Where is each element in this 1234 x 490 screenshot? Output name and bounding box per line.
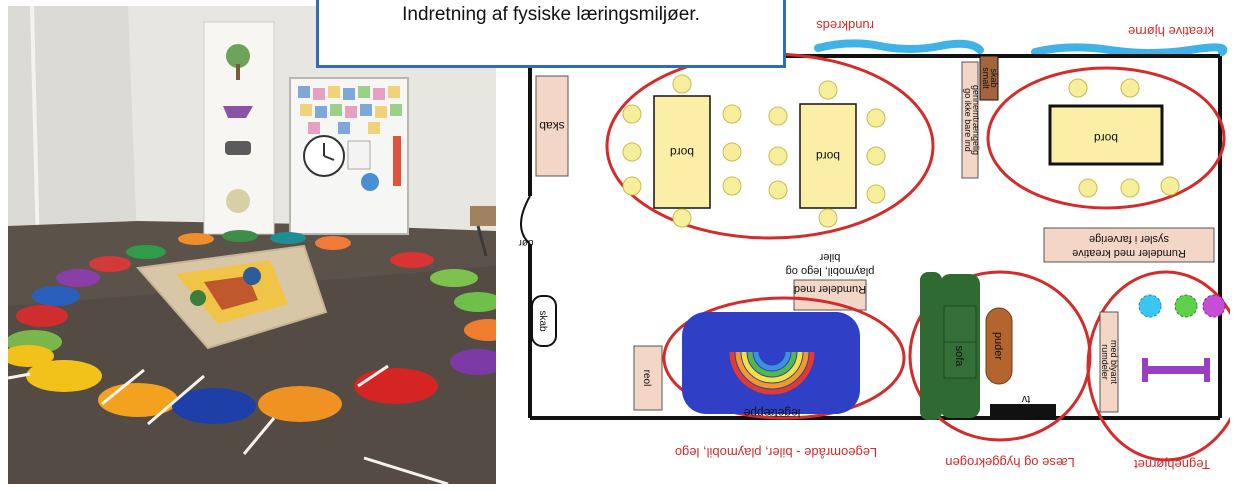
classroom-photo [8, 6, 496, 484]
label-laesekrog: Læse og hyggekrogen [945, 455, 1074, 470]
label-rumdeler-mid-1: Rumdeler med [794, 283, 866, 295]
label-rumdeler-ud-2: med blyant [1109, 340, 1119, 385]
label-bord-1: bord [670, 145, 694, 159]
label-rumdeler-right-2: Rumdeler med kreative [1072, 247, 1186, 259]
label-bord-2: bord [816, 149, 840, 163]
label-legeomraade: Legeområde - biler, playmobil, lego [675, 445, 877, 460]
label-rumdeler-ud-1: rumdeler [1100, 344, 1110, 380]
label-sofa: sofa [953, 346, 965, 368]
label-tv: tv [1021, 393, 1030, 405]
label-smalt-1: smalt [981, 67, 991, 89]
label-bord-3: bord [1094, 131, 1118, 145]
floor-plan: rundkreds kreative hjørne skab dør skab [510, 6, 1230, 484]
label-kontakt-1: go ikke bare ind [963, 88, 973, 152]
label-smalt-2: skab [989, 68, 999, 87]
label-rundkreds: rundkreds [816, 18, 874, 33]
label-rumdeler-right-1: sysler i farverige [1089, 233, 1169, 245]
caption-box: Indretning af fysiske læringsmiljøer. [316, 0, 786, 68]
label-rumdeler-mid-2: playmobil, lego og [786, 265, 875, 277]
label-kontakt-2: gennemtrængelig [971, 85, 981, 155]
label-tegnehjoernet: Tegnehjørnet [1134, 457, 1210, 472]
label-legetaeppe: legetæppe [743, 406, 800, 420]
label-rumdeler-mid-3: biler [819, 251, 840, 263]
label-skab-left: skab [537, 310, 548, 332]
label-skab-top: skab [539, 119, 565, 133]
caption-text: Indretning af fysiske læringsmiljøer. [402, 4, 700, 25]
label-reol: reol [641, 370, 652, 387]
label-door: dør [518, 237, 534, 248]
label-puder: puder [992, 332, 1004, 360]
label-kreative-hjoerne: kreative hjørne [1128, 24, 1214, 39]
